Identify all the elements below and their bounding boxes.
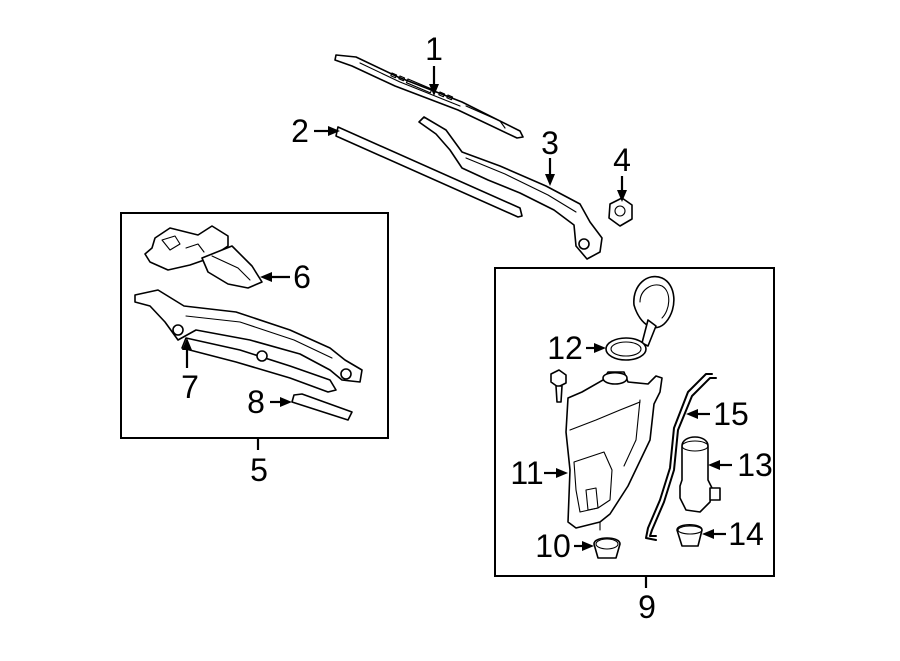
washer-hose-part <box>645 373 717 541</box>
callout-9: 9 <box>638 589 656 625</box>
callout-7: 7 <box>181 369 199 405</box>
callout-4: 4 <box>613 142 631 178</box>
wiper-linkage-part <box>134 289 363 393</box>
wiper-motor-part <box>144 225 263 289</box>
callout-10: 10 <box>535 528 571 564</box>
nut-part <box>608 197 633 227</box>
washer-reservoir-part <box>565 371 663 531</box>
callout-8: 8 <box>247 384 265 420</box>
callout-13: 13 <box>737 447 773 483</box>
callout-3: 3 <box>541 125 559 161</box>
leader-lines <box>182 66 732 588</box>
callout-5: 5 <box>250 452 268 488</box>
gasket-part <box>605 337 647 361</box>
callout-6: 6 <box>293 259 311 295</box>
grommet-part <box>676 523 703 547</box>
wiper-system-box <box>120 212 389 439</box>
wiper-arm-part <box>418 116 603 260</box>
callout-labels: 1 2 3 4 5 6 7 8 9 10 11 12 13 14 15 <box>181 31 773 625</box>
callout-2: 2 <box>291 113 309 149</box>
callout-14: 14 <box>728 516 764 552</box>
washer-pump-part <box>679 436 721 513</box>
blade-insert-part <box>335 126 523 218</box>
callout-15: 15 <box>713 396 749 432</box>
filler-cap-part <box>633 275 675 347</box>
callout-1: 1 <box>425 31 443 67</box>
reservoir-nut-part <box>593 537 621 559</box>
callout-12: 12 <box>547 330 583 366</box>
callout-11: 11 <box>510 455 543 491</box>
wiper-blade-part <box>334 54 524 139</box>
bolt-part <box>550 369 567 403</box>
washer-system-box <box>494 267 775 577</box>
bracket-part <box>291 393 353 421</box>
